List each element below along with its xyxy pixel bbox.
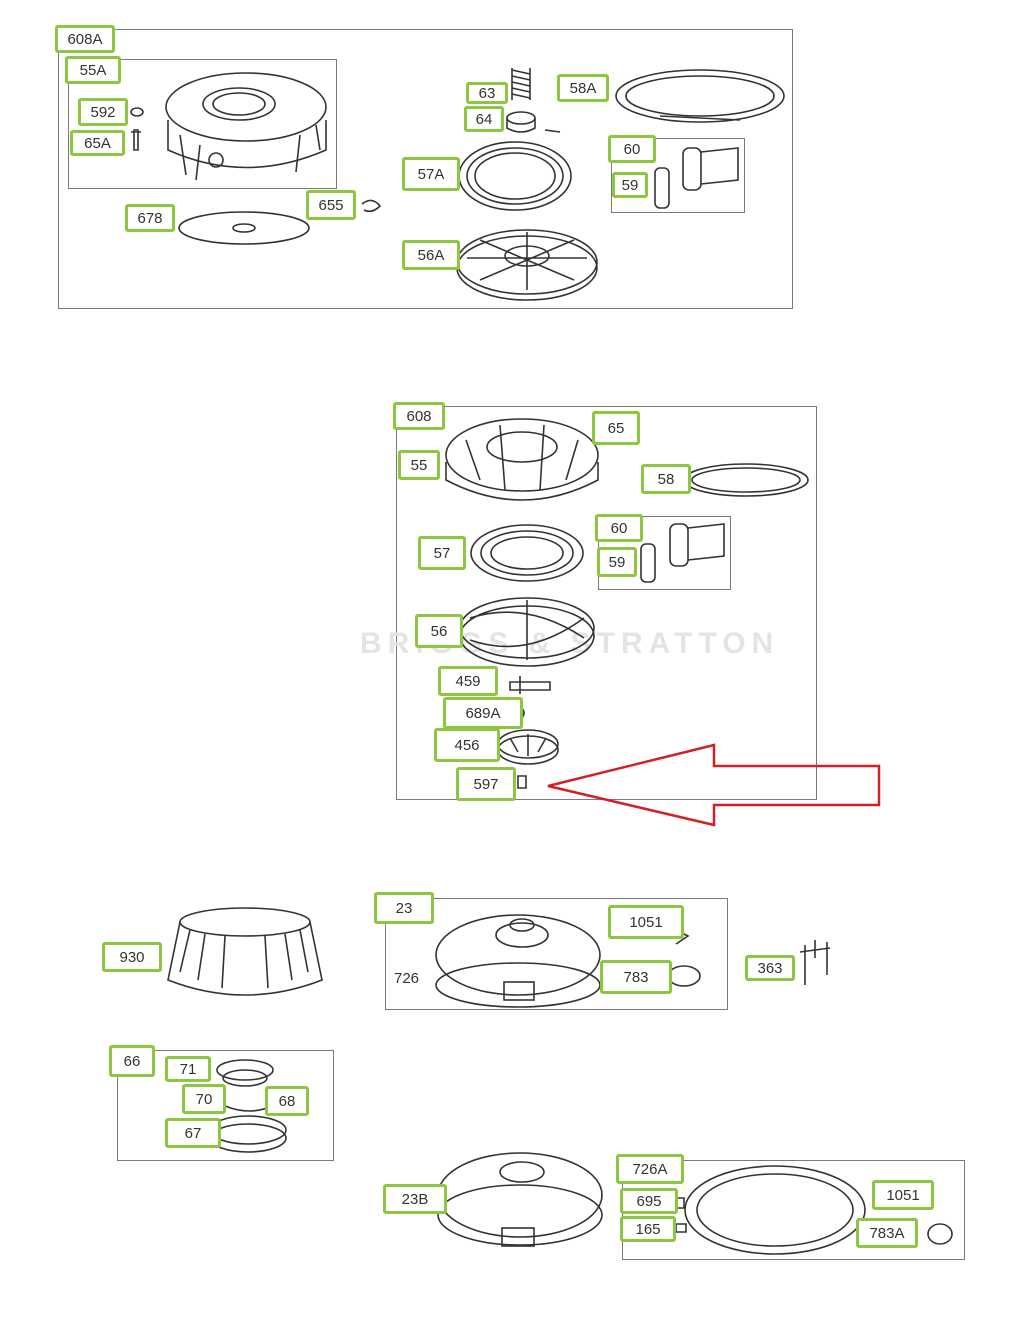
rope-58-drawing bbox=[683, 463, 809, 497]
label-59-middle: 59 bbox=[597, 547, 637, 577]
label-71: 71 bbox=[165, 1056, 211, 1082]
label-608: 608 bbox=[393, 402, 445, 430]
label-55: 55 bbox=[398, 450, 440, 480]
screw-597-drawing bbox=[517, 775, 527, 789]
label-58: 58 bbox=[641, 464, 691, 494]
flywheel-23-frame bbox=[385, 898, 728, 1010]
label-23B: 23B bbox=[383, 1184, 447, 1214]
clutch-66-frame bbox=[117, 1050, 334, 1161]
label-59-top: 59 bbox=[612, 172, 648, 198]
label-726A: 726A bbox=[616, 1154, 684, 1184]
label-165: 165 bbox=[620, 1216, 676, 1242]
label-23: 23 bbox=[374, 892, 434, 924]
label-783: 783 bbox=[600, 960, 672, 994]
pulley-56A-drawing bbox=[456, 229, 598, 301]
label-67: 67 bbox=[165, 1118, 221, 1148]
bracket-363-drawing bbox=[799, 940, 831, 985]
screen-930-drawing bbox=[167, 907, 323, 996]
label-783A: 783A bbox=[856, 1218, 918, 1248]
label-363: 363 bbox=[745, 955, 795, 981]
label-56: 56 bbox=[415, 614, 463, 648]
label-678: 678 bbox=[125, 204, 175, 232]
pulley-56-drawing bbox=[459, 597, 595, 667]
handle-60-frame-top bbox=[611, 138, 745, 213]
label-64: 64 bbox=[464, 106, 504, 132]
label-65A: 65A bbox=[70, 130, 125, 156]
screw-65A-drawing bbox=[131, 129, 141, 151]
label-689A: 689A bbox=[443, 697, 523, 729]
label-60-middle: 60 bbox=[595, 514, 643, 542]
label-930: 930 bbox=[102, 942, 162, 972]
rope-58A-drawing bbox=[615, 69, 785, 123]
label-608A: 608A bbox=[55, 25, 115, 53]
ratchet-456-drawing bbox=[497, 729, 559, 765]
spring-63-drawing bbox=[511, 68, 531, 100]
label-55A: 55A bbox=[65, 56, 121, 84]
label-655: 655 bbox=[306, 190, 356, 220]
starter-housing-55A-drawing bbox=[165, 72, 327, 181]
label-56A: 56A bbox=[402, 240, 460, 270]
flywheel-23B-drawing bbox=[437, 1152, 603, 1247]
starter-housing-55-drawing bbox=[445, 418, 599, 501]
pawl-459-drawing bbox=[509, 676, 551, 694]
handle-60-59-top-drawing bbox=[654, 147, 739, 209]
label-57: 57 bbox=[418, 536, 466, 570]
label-66: 66 bbox=[109, 1045, 155, 1077]
retainer-64-drawing bbox=[506, 111, 536, 125]
recoil-spring-57-drawing bbox=[470, 524, 584, 582]
handle-60-59-middle-drawing bbox=[640, 523, 725, 583]
clutch-783-drawing bbox=[667, 965, 701, 987]
label-592: 592 bbox=[78, 98, 128, 126]
label-695: 695 bbox=[620, 1188, 678, 1214]
housing-55A-frame bbox=[68, 59, 337, 189]
nut-592-drawing bbox=[130, 107, 144, 117]
flywheel-23-drawing bbox=[435, 914, 601, 1008]
plate-678-drawing bbox=[178, 211, 310, 245]
highlight-arrow bbox=[547, 743, 881, 827]
label-68: 68 bbox=[265, 1086, 309, 1116]
label-57A: 57A bbox=[402, 157, 460, 191]
label-597: 597 bbox=[456, 767, 516, 801]
label-63: 63 bbox=[466, 82, 508, 104]
label-65: 65 bbox=[592, 411, 640, 445]
label-1051-top: 1051 bbox=[608, 905, 684, 939]
label-1051-bottom: 1051 bbox=[872, 1180, 934, 1210]
label-726: 726 bbox=[394, 970, 420, 987]
label-60-top: 60 bbox=[608, 135, 656, 163]
label-459: 459 bbox=[438, 666, 498, 696]
gear-783A-drawing bbox=[927, 1223, 953, 1245]
recoil-spring-57A-drawing bbox=[458, 129, 572, 211]
ring-gear-726A-drawing bbox=[684, 1165, 866, 1255]
label-70: 70 bbox=[182, 1084, 226, 1114]
label-58A: 58A bbox=[557, 74, 609, 102]
assembly-608A-frame bbox=[58, 29, 793, 309]
washer-165-drawing bbox=[675, 1223, 687, 1233]
label-456: 456 bbox=[434, 728, 500, 762]
clip-655-drawing bbox=[361, 199, 382, 213]
